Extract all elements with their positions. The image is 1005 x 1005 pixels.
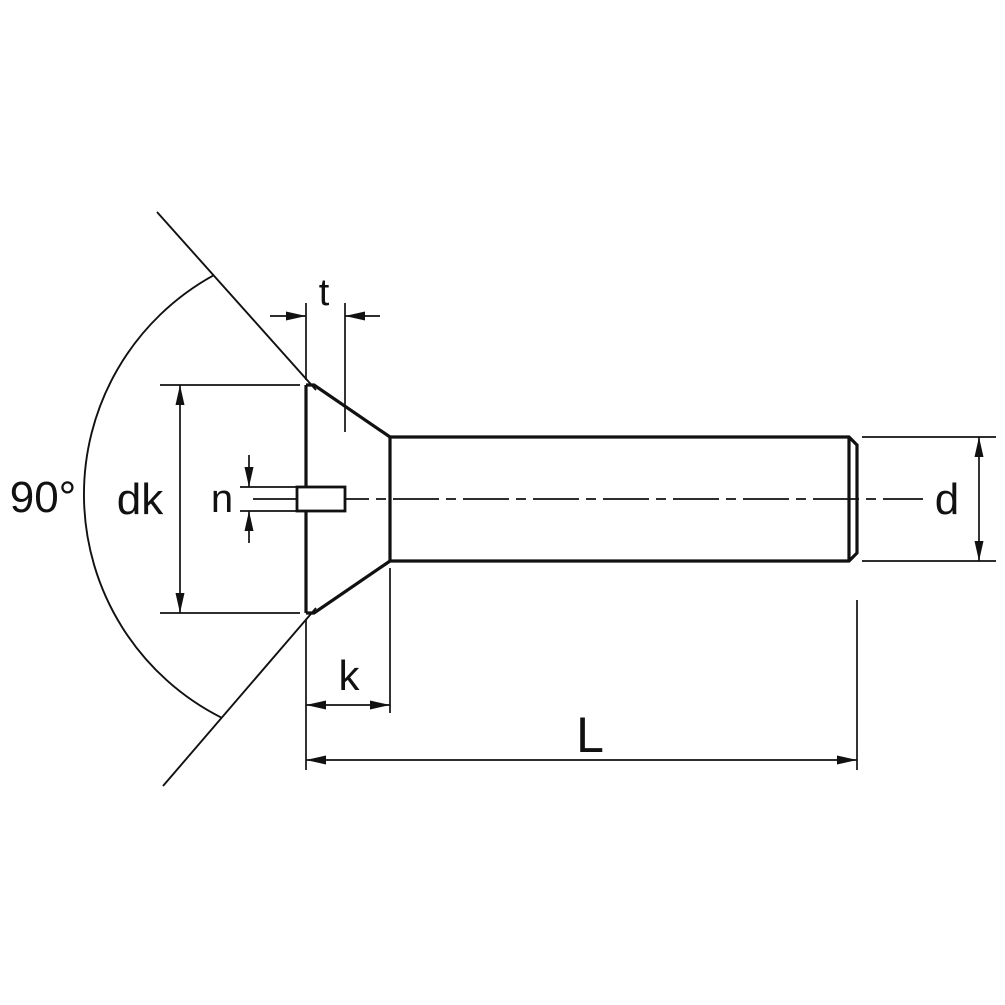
countersink-angle-label: 90° [10, 473, 77, 522]
dim-L-arrow-left [306, 755, 326, 765]
dim-dk-arrow-top [175, 385, 185, 405]
dim-n-label: n [211, 477, 233, 521]
countersink-angle-arc [83, 274, 223, 719]
dim-d-arrow-bottom [974, 541, 984, 561]
dimension-dk: dk [117, 384, 300, 614]
dim-n-arrow-top [244, 467, 254, 487]
dimension-t: t [270, 272, 380, 432]
dim-dk-label: dk [117, 475, 164, 524]
slot-notch [295, 485, 347, 513]
dim-d-arrow-top [974, 437, 984, 457]
dim-L-label: L [576, 707, 604, 763]
countersink-angle-line-lower [162, 607, 317, 787]
dim-n-arrow-bottom [244, 511, 254, 531]
screw-shank-outline [390, 435, 859, 563]
dim-k-label: k [339, 652, 361, 699]
dim-t-arrow-left [286, 311, 306, 321]
screw-head-outline [306, 383, 391, 615]
dimension-n: n [211, 455, 296, 543]
dim-L-arrow-right [837, 755, 857, 765]
dim-k-arrow-right [370, 700, 390, 710]
dimension-d: d [862, 436, 996, 562]
dim-k-arrow-left [306, 700, 326, 710]
countersink-angle-line-upper [156, 211, 317, 391]
dimension-L: L [306, 600, 858, 770]
countersink-angle-construction: 90° [10, 211, 317, 787]
screw-body [295, 383, 859, 615]
dimension-k: k [305, 568, 391, 770]
dim-t-label: t [319, 272, 330, 314]
dim-dk-arrow-bottom [175, 593, 185, 613]
dim-t-arrow-right [345, 311, 365, 321]
dim-d-label: d [935, 475, 959, 524]
